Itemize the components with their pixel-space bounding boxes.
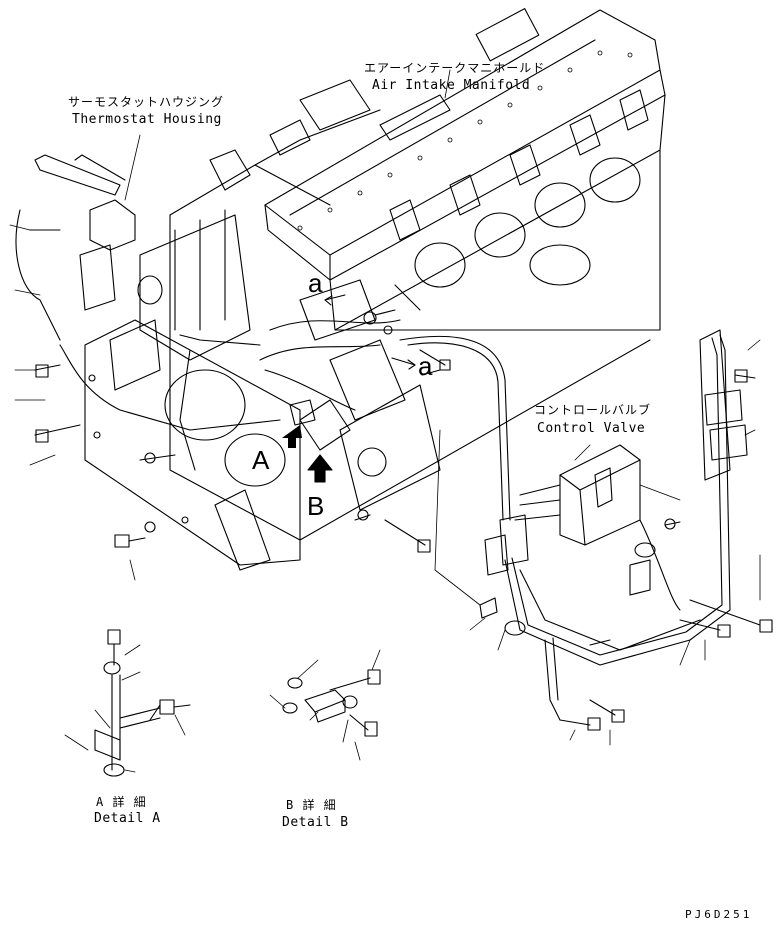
detail-b-label-en: Detail B xyxy=(282,815,349,830)
thermostat-label-en: Thermostat Housing xyxy=(72,112,222,127)
detail-a-leaders xyxy=(64,644,186,773)
front-housing xyxy=(84,209,301,571)
detail-a-drawing xyxy=(94,629,191,777)
hydraulic-lines xyxy=(479,329,773,731)
detail-b-label-jp: B 詳 細 xyxy=(286,798,337,812)
detail-b-drawing xyxy=(282,669,381,737)
thermostat-label-jp: サーモスタットハウジング xyxy=(68,95,225,109)
callout-b: B xyxy=(307,491,325,521)
control-valve-label-jp: コントロールバルブ xyxy=(534,403,652,417)
detail-a-label-en: Detail A xyxy=(94,811,161,826)
leader-lines xyxy=(9,69,761,746)
drawing-code: PJ6D251 xyxy=(685,908,753,921)
cylinder-block xyxy=(169,79,666,541)
air-intake-manifold xyxy=(264,8,666,281)
control-valve-label-en: Control Valve xyxy=(537,421,646,436)
ref-a-lower: a xyxy=(418,351,433,381)
detail-b-leaders xyxy=(269,649,381,761)
left-bolts xyxy=(34,154,451,553)
callout-a: A xyxy=(252,445,270,475)
detail-a-label-jp: A 詳 細 xyxy=(96,795,147,809)
air-intake-label-en: Air Intake Manifold xyxy=(372,78,531,93)
ref-a-upper: a xyxy=(308,268,323,298)
control-valve xyxy=(484,444,641,576)
air-intake-label-jp: エアーインテークマニホールド xyxy=(364,61,546,75)
thermostat-housing xyxy=(79,199,136,311)
harness-pipes xyxy=(15,209,511,521)
callout-arrows xyxy=(282,294,416,483)
